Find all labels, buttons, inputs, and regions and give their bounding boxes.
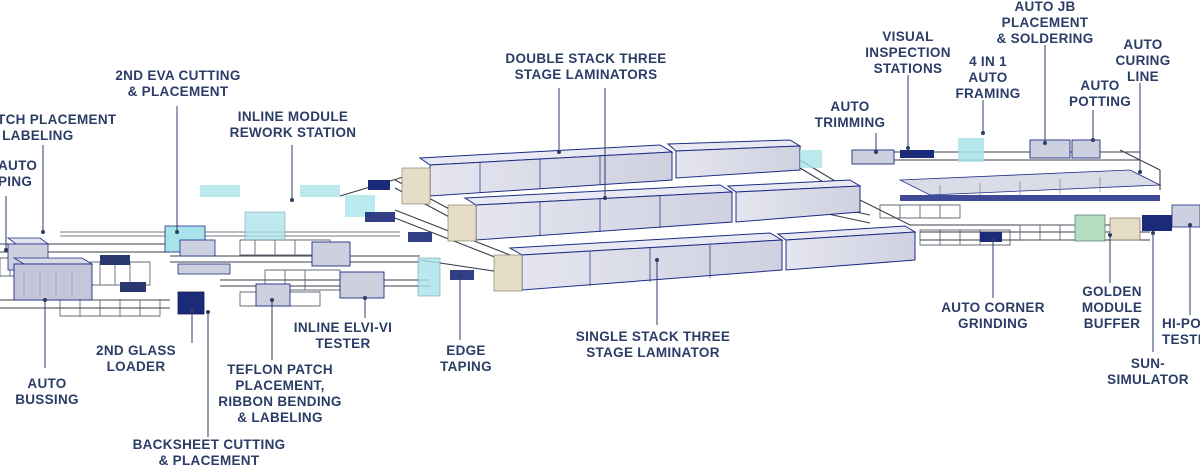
label-line: & PLACEMENT [158, 453, 260, 468]
label-line: INLINE MODULE [237, 109, 349, 124]
label-line: & LABELING [237, 410, 323, 425]
label-line: LOADER [106, 359, 166, 374]
label-line: GOLDEN [1082, 284, 1142, 299]
label-line: BUSSING [15, 392, 79, 407]
label-2nd-eva-cutting: 2ND EVA CUTTING& PLACEMENT [115, 68, 240, 100]
label-line: BACKSHEET CUTTING [132, 437, 286, 452]
label-line: & SOLDERING [996, 31, 1094, 46]
label-line: POTTING [1068, 94, 1132, 109]
left-machines [6, 180, 474, 315]
label-line: & LABELING [0, 128, 74, 143]
label-line: REWORK STATION [229, 125, 357, 140]
label-line: INSPECTION [865, 45, 951, 60]
label-line: AUTO [0, 158, 38, 173]
label-line: STATIONS [873, 61, 943, 76]
label-line: AUTO CORNER [941, 300, 1045, 315]
label-line: TEFLON PATCH [227, 362, 333, 377]
label-line: 4 IN 1 [969, 54, 1007, 69]
label-line: ATCH PLACEMENT [0, 112, 117, 127]
label-line: BUFFER [1083, 316, 1141, 331]
label-line: PLACEMENT, [235, 378, 325, 393]
label-line: & PLACEMENT [127, 84, 229, 99]
label-line: EDGE [446, 343, 486, 358]
label-line: PING [0, 174, 33, 189]
label-line: AUTO JB [1014, 0, 1076, 14]
label-line: TRIMMING [814, 115, 886, 130]
right-machines [851, 138, 1200, 242]
label-line: PLACEMENT [1001, 15, 1089, 30]
label-line: SUN- [1130, 356, 1166, 371]
label-line: INLINE ELVI-VI [293, 320, 393, 335]
label-patch-placement-labeling: ATCH PLACEMENT& LABELING [0, 112, 116, 144]
label-line: STAGE LAMINATOR [586, 345, 720, 360]
label-line: STAGE LAMINATORS [514, 67, 658, 82]
label-line: AUTO [27, 376, 67, 391]
label-line: 2ND EVA CUTTING [115, 68, 241, 83]
label-sun-simulator: SUN-SIMULATOR [1107, 356, 1189, 388]
label-line: TAPING [440, 359, 492, 374]
label-line: HI-PO [1162, 316, 1200, 331]
label-line: FRAMING [955, 86, 1021, 101]
leader-lines [5, 45, 1191, 437]
label-line: AUTO [968, 70, 1008, 85]
label-line: AUTO [830, 99, 870, 114]
laminators [401, 139, 917, 292]
label-line: RIBBON BENDING [218, 394, 342, 409]
label-backsheet-cutting: BACKSHEET CUTTING& PLACEMENT [133, 437, 286, 469]
label-line: TESTER [315, 336, 371, 351]
leader-dots [4, 131, 1192, 314]
label-line: DOUBLE STACK THREE [505, 51, 667, 66]
label-line: LINE [1127, 69, 1159, 84]
label-line: AUTO [1080, 78, 1120, 93]
label-line: 2ND GLASS [96, 343, 176, 358]
label-line: VISUAL [882, 29, 934, 44]
label-line: GRINDING [958, 316, 1028, 331]
label-line: SINGLE STACK THREE [575, 329, 731, 344]
label-line: SIMULATOR [1107, 372, 1189, 387]
label-line: MODULE [1081, 300, 1143, 315]
label-line: TESTI [1162, 332, 1200, 347]
label-line: CURING [1115, 53, 1171, 68]
label-line: AUTO [1123, 37, 1163, 52]
